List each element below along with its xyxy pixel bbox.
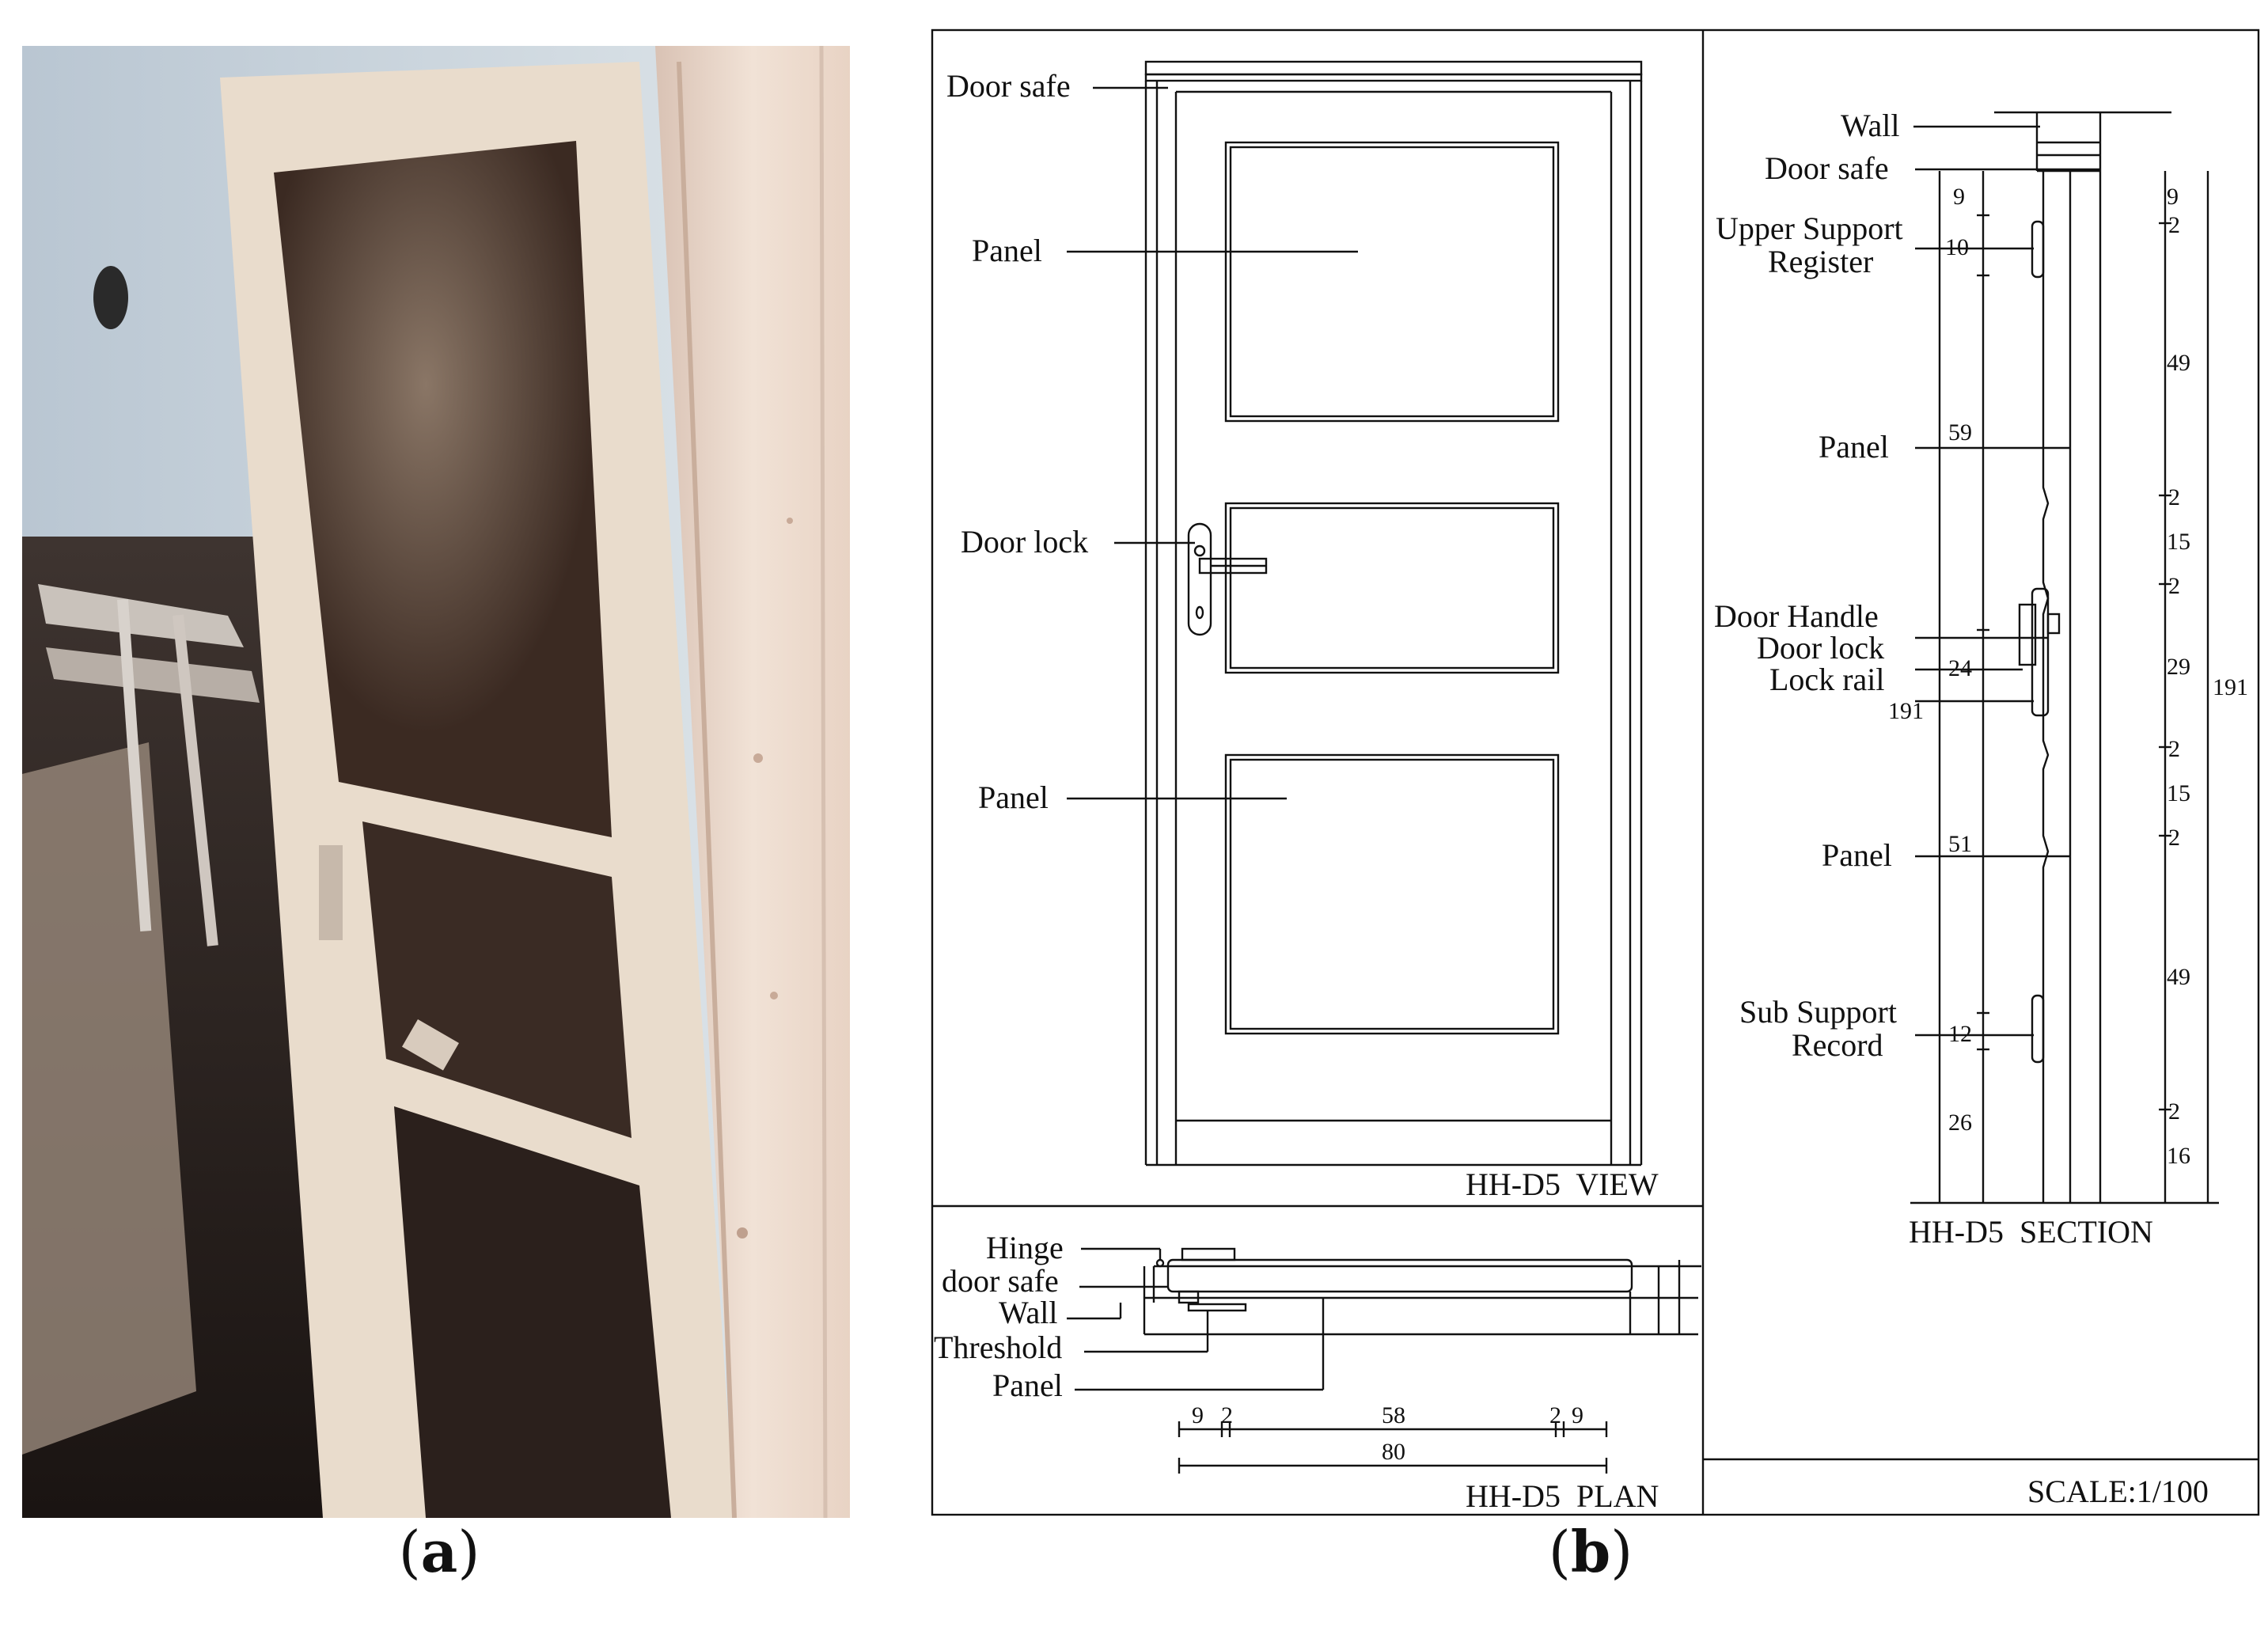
label-section-panel-1: Panel	[1819, 429, 1889, 465]
section-outer-dim-2d: 2	[2168, 736, 2180, 762]
section-outer-dim-15a: 15	[2167, 529, 2190, 555]
label-section-sub-support: Sub Support	[1739, 994, 1897, 1030]
label-section-record: Record	[1792, 1027, 1883, 1063]
label-section-wall: Wall	[1841, 108, 1900, 143]
section-outer-dim-29: 29	[2167, 654, 2190, 680]
section-inner-dim-9: 9	[1953, 184, 1965, 210]
section-outer-dim-16: 16	[2167, 1143, 2190, 1169]
door-technical-drawing: Door safe Panel Door lock Panel HH-D5 VI…	[931, 28, 2260, 1516]
section-title: HH-D5 SECTION	[1909, 1214, 2153, 1250]
section-outer-dim-2f: 2	[2168, 1098, 2180, 1125]
section-outer-dim-9: 9	[2167, 184, 2179, 210]
section-leaders	[1913, 125, 2100, 1037]
section-drawing	[1910, 111, 2219, 1204]
label-section-panel-2: Panel	[1822, 837, 1892, 873]
plan-dim-80: 80	[1382, 1439, 1405, 1465]
view-elevation	[1144, 60, 1643, 1167]
label-section-upper-support: Upper Support	[1716, 211, 1903, 246]
section-inner-dim-59: 59	[1948, 419, 1972, 446]
section-outer-dim-191: 191	[2213, 674, 2248, 700]
label-section-lock-rail: Lock rail	[1769, 662, 1885, 697]
label-view-panel-top: Panel	[972, 233, 1042, 268]
plan-title: HH-D5 PLAN	[1466, 1478, 1659, 1514]
section-inner-dim-10: 10	[1945, 234, 1969, 260]
label-plan-wall: Wall	[999, 1295, 1058, 1330]
section-outer-dim-2a: 2	[2168, 212, 2180, 238]
plan-dim-9-left: 9	[1192, 1402, 1204, 1428]
drawing-border	[931, 28, 2260, 1516]
view-title: HH-D5 VIEW	[1466, 1167, 1659, 1202]
label-section-door-lock: Door lock	[1757, 630, 1884, 666]
plan-leaders	[1067, 1247, 1608, 1474]
label-plan-hinge: Hinge	[986, 1230, 1064, 1265]
label-view-panel-bottom: Panel	[978, 780, 1049, 815]
label-section-register: Register	[1768, 244, 1873, 279]
label-view-door-safe: Door safe	[946, 68, 1071, 104]
section-inner-dim-12: 12	[1948, 1021, 1972, 1047]
section-outer-dim-2b: 2	[2168, 484, 2180, 510]
plan-dim-58: 58	[1382, 1402, 1405, 1428]
label-view-door-lock: Door lock	[961, 524, 1088, 560]
section-outer-dim-49a: 49	[2167, 350, 2190, 376]
caption-a: (a)	[398, 1518, 480, 1585]
plan-dim-2-left: 2	[1221, 1402, 1233, 1428]
view-leaders	[1067, 86, 1358, 800]
plan-dim-9-right: 9	[1572, 1402, 1583, 1428]
section-inner-dim-191: 191	[1888, 698, 1924, 724]
plan-dim-2-right: 2	[1549, 1402, 1561, 1428]
section-inner-dim-51: 51	[1948, 831, 1972, 857]
label-section-door-safe: Door safe	[1765, 150, 1889, 186]
label-plan-threshold: Threshold	[934, 1330, 1062, 1365]
section-outer-dim-49b: 49	[2167, 964, 2190, 990]
section-outer-dim-2c: 2	[2168, 573, 2180, 599]
caption-b: (b)	[1548, 1518, 1633, 1585]
section-outer-dim-15b: 15	[2167, 780, 2190, 806]
scale-label: SCALE:1/100	[2027, 1474, 2209, 1509]
label-section-door-handle: Door Handle	[1714, 598, 1879, 634]
section-outer-dim-2e: 2	[2168, 825, 2180, 851]
label-plan-panel: Panel	[992, 1368, 1063, 1403]
label-plan-door-safe: door safe	[942, 1263, 1059, 1299]
section-inner-dim-24: 24	[1948, 655, 1972, 681]
section-inner-dim-26: 26	[1948, 1110, 1972, 1136]
plan-drawing	[1143, 1247, 1701, 1336]
door-photo	[22, 46, 850, 1518]
